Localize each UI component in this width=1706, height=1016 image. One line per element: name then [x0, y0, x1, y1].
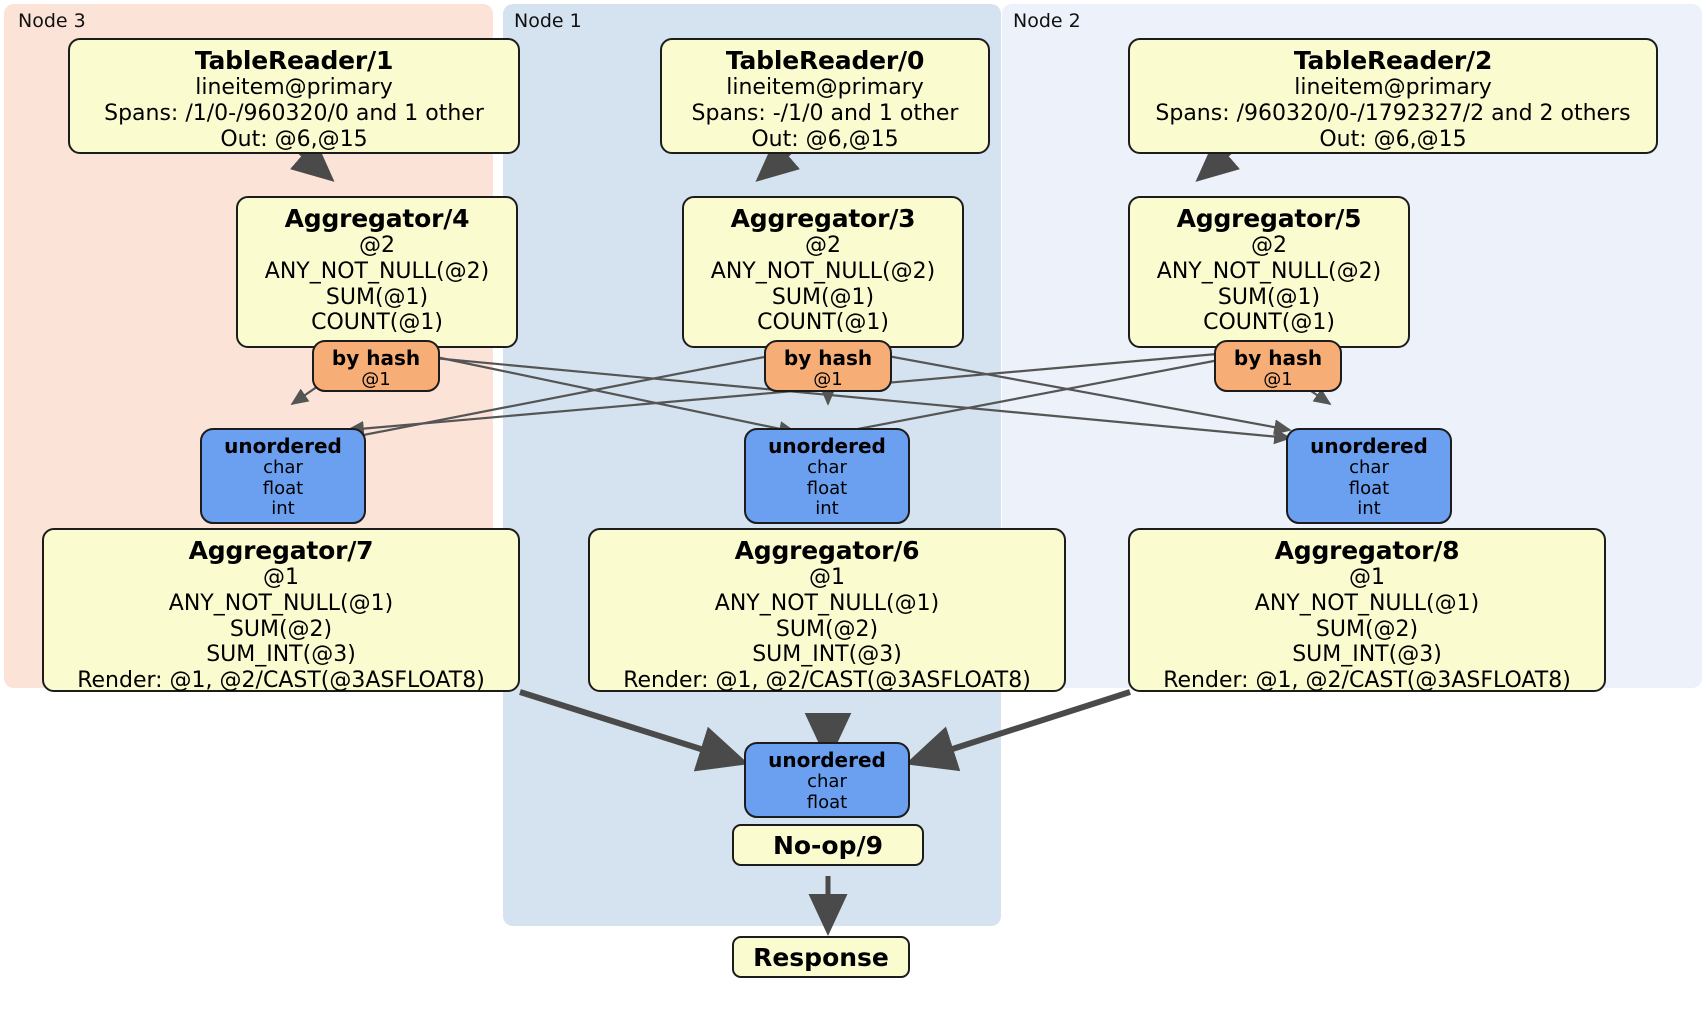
router-unordered-node1[interactable]: unordered char float int	[744, 428, 910, 524]
processor-line: @1	[1349, 565, 1385, 591]
processor-line: @1	[809, 565, 845, 591]
processor-line: SUM_INT(@3)	[752, 642, 902, 668]
processor-aggregator-5[interactable]: Aggregator/5 @2 ANY_NOT_NULL(@2) SUM(@1)…	[1128, 196, 1410, 348]
processor-line: SUM_INT(@3)	[206, 642, 356, 668]
node-label-node2: Node 2	[1013, 10, 1081, 32]
processor-line: @1	[263, 565, 299, 591]
router-line: int	[271, 498, 295, 520]
processor-line: @2	[1251, 233, 1287, 259]
processor-title: Aggregator/4	[284, 204, 470, 233]
processor-line: ANY_NOT_NULL(@1)	[1254, 590, 1480, 616]
processor-line: ANY_NOT_NULL(@1)	[714, 590, 940, 616]
router-line: @1	[361, 369, 391, 390]
processor-line: ANY_NOT_NULL(@2)	[1156, 258, 1382, 284]
processor-line: SUM(@2)	[1315, 616, 1419, 642]
processor-table-reader-1[interactable]: TableReader/1 lineitem@primary Spans: /1…	[68, 38, 520, 154]
processor-line: SUM(@1)	[1217, 284, 1321, 310]
processor-line: SUM(@1)	[771, 284, 875, 310]
processor-response[interactable]: Response	[732, 936, 910, 978]
processor-title: TableReader/1	[194, 46, 394, 75]
router-unordered-node3[interactable]: unordered char float int	[200, 428, 366, 524]
processor-line: Spans: /960320/0-/1792327/2 and 2 others	[1155, 100, 1631, 126]
processor-line: Out: @6,@15	[751, 126, 899, 152]
processor-line: SUM(@2)	[775, 616, 879, 642]
processor-line: ANY_NOT_NULL(@2)	[264, 258, 490, 284]
router-line: float	[806, 791, 848, 813]
node-label-node3: Node 3	[18, 10, 86, 32]
router-unordered-final[interactable]: unordered char float	[744, 742, 910, 818]
router-line: int	[815, 498, 839, 520]
processor-line: Render: @1, @2/CAST(@3ASFLOAT8)	[77, 668, 485, 694]
processor-line: Spans: -/1/0 and 1 other	[691, 100, 959, 126]
processor-line: Out: @6,@15	[220, 126, 368, 152]
processor-line: SUM(@2)	[229, 616, 333, 642]
router-line: int	[1357, 498, 1381, 520]
processor-aggregator-4[interactable]: Aggregator/4 @2 ANY_NOT_NULL(@2) SUM(@1)…	[236, 196, 518, 348]
router-by-hash-node2[interactable]: by hash @1	[1214, 340, 1342, 392]
processor-line: @2	[359, 233, 395, 259]
processor-line: @2	[805, 233, 841, 259]
processor-table-reader-0[interactable]: TableReader/0 lineitem@primary Spans: -/…	[660, 38, 990, 154]
router-line: char	[1349, 457, 1389, 478]
router-by-hash-node1[interactable]: by hash @1	[764, 340, 892, 392]
processor-line: Spans: /1/0-/960320/0 and 1 other	[104, 100, 484, 126]
processor-line: Render: @1, @2/CAST(@3ASFLOAT8)	[623, 668, 1031, 694]
processor-aggregator-6[interactable]: Aggregator/6 @1 ANY_NOT_NULL(@1) SUM(@2)…	[588, 528, 1066, 694]
router-line: float	[1348, 477, 1390, 499]
processor-title: Aggregator/6	[734, 536, 920, 565]
processor-line: Render: @1, @2/CAST(@3ASFLOAT8)	[1163, 668, 1571, 694]
router-line: @1	[1263, 369, 1293, 390]
processor-aggregator-8[interactable]: Aggregator/8 @1 ANY_NOT_NULL(@1) SUM(@2)…	[1128, 528, 1606, 694]
router-title: unordered	[768, 434, 886, 458]
processor-noop-9[interactable]: No-op/9	[732, 824, 924, 866]
processor-title: Aggregator/5	[1176, 204, 1362, 233]
processor-line: COUNT(@1)	[1203, 310, 1335, 336]
processor-title: Aggregator/7	[188, 536, 374, 565]
processor-line: SUM(@1)	[325, 284, 429, 310]
router-line: char	[263, 457, 303, 478]
processor-title: Aggregator/8	[1274, 536, 1460, 565]
router-title: by hash	[331, 346, 421, 370]
processor-line: SUM_INT(@3)	[1292, 642, 1442, 668]
router-line: float	[262, 477, 304, 499]
router-line: @1	[813, 369, 843, 390]
processor-title: TableReader/2	[1293, 46, 1493, 75]
processor-title: Aggregator/3	[730, 204, 916, 233]
router-title: unordered	[224, 434, 342, 458]
router-title: unordered	[768, 748, 886, 772]
processor-line: lineitem@primary	[726, 75, 924, 101]
router-title: unordered	[1310, 434, 1428, 458]
processor-table-reader-2[interactable]: TableReader/2 lineitem@primary Spans: /9…	[1128, 38, 1658, 154]
router-title: by hash	[783, 346, 873, 370]
router-line: float	[806, 477, 848, 499]
processor-aggregator-7[interactable]: Aggregator/7 @1 ANY_NOT_NULL(@1) SUM(@2)…	[42, 528, 520, 694]
router-by-hash-node3[interactable]: by hash @1	[312, 340, 440, 392]
processor-line: lineitem@primary	[1294, 75, 1492, 101]
processor-line: ANY_NOT_NULL(@2)	[710, 258, 936, 284]
processor-line: lineitem@primary	[195, 75, 393, 101]
processor-aggregator-3[interactable]: Aggregator/3 @2 ANY_NOT_NULL(@2) SUM(@1)…	[682, 196, 964, 348]
node-label-node1: Node 1	[514, 10, 582, 32]
processor-line: Out: @6,@15	[1319, 126, 1467, 152]
processor-line: ANY_NOT_NULL(@1)	[168, 590, 394, 616]
router-line: char	[807, 457, 847, 478]
processor-line: COUNT(@1)	[311, 310, 443, 336]
router-unordered-node2[interactable]: unordered char float int	[1286, 428, 1452, 524]
processor-title: TableReader/0	[725, 46, 925, 75]
processor-line: COUNT(@1)	[757, 310, 889, 336]
router-line: char	[807, 771, 847, 792]
router-title: by hash	[1233, 346, 1323, 370]
